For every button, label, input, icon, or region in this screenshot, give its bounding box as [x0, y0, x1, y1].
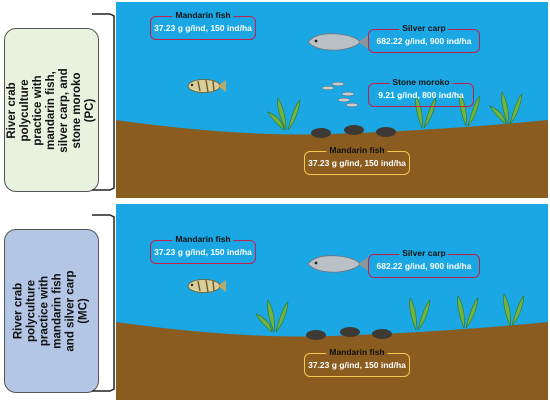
pc-bracket [92, 13, 115, 191]
river-crab-icon [306, 327, 392, 340]
silver-carp-icon [307, 33, 370, 51]
pc-mandarin-title: Mandarin fish [172, 10, 234, 20]
pc-mandarin-bottom-title: Mandarin fish [326, 145, 388, 155]
mc-mandarin-bottom-title: Mandarin fish [326, 347, 388, 357]
pc-stone-moroko-callout: Stone moroko 9.21 g/ind, 800 ind/ha [368, 77, 474, 107]
pc-pond-scene: Mandarin fish 37.23 g g/ind, 150 ind/ha … [116, 2, 548, 198]
mc-pond-background [116, 255, 548, 400]
pc-mandarin-value: 37.23 g g/ind, 150 ind/ha [154, 23, 252, 33]
pc-practice-label-text: River crab polyculture practice with man… [6, 67, 96, 153]
pc-mandarin-bottom-callout: Mandarin fish 37.23 g g/ind, 150 ind/ha [304, 145, 410, 175]
mc-silver-carp-callout: Silver carp 682.22 g/ind, 900 ind/ha [368, 248, 480, 278]
mc-mandarin-callout: Mandarin fish 37.23 g g/ind, 150 ind/ha [150, 234, 256, 264]
river-crab-icon [311, 125, 396, 138]
mandarin-fish-icon [187, 79, 226, 93]
pc-silver-carp-callout: Silver carp 682.22 g/ind, 900 ind/ha [368, 23, 480, 53]
mc-practice-label-text: River crab polyculture practice with man… [12, 270, 90, 352]
pc-practice-label: River crab polyculture practice with man… [4, 28, 99, 192]
aquatic-plant-icon [255, 292, 525, 333]
mc-bracket [92, 214, 115, 392]
mc-mandarin-value: 37.23 g g/ind, 150 ind/ha [154, 247, 252, 257]
mc-practice-label: River crab polyculture practice with man… [4, 229, 99, 393]
mc-mandarin-bottom-value: 37.23 g g/ind, 150 ind/ha [308, 360, 406, 370]
aquatic-plant-icon [267, 90, 523, 131]
pc-silver-carp-value: 682.22 g/ind, 900 ind/ha [376, 36, 472, 46]
mc-silver-carp-title: Silver carp [399, 248, 449, 258]
mc-pond-scene: Mandarin fish 37.23 g g/ind, 150 ind/ha … [116, 204, 548, 400]
pc-mandarin-bottom-value: 37.23 g g/ind, 150 ind/ha [308, 158, 406, 168]
pc-stone-moroko-value: 9.21 g/ind, 800 ind/ha [378, 90, 464, 100]
silver-carp-icon [307, 255, 370, 273]
mc-mandarin-title: Mandarin fish [172, 234, 234, 244]
stone-moroko-icon [321, 81, 359, 108]
pc-mandarin-callout: Mandarin fish 37.23 g g/ind, 150 ind/ha [150, 10, 256, 40]
pc-silver-carp-title: Silver carp [399, 23, 449, 33]
pc-stone-moroko-title: Stone moroko [389, 77, 453, 87]
pc-pond-background [116, 33, 548, 198]
mandarin-fish-icon [187, 279, 226, 293]
mc-mandarin-bottom-callout: Mandarin fish 37.23 g g/ind, 150 ind/ha [304, 347, 410, 377]
mc-silver-carp-value: 682.22 g/ind, 900 ind/ha [376, 261, 472, 271]
